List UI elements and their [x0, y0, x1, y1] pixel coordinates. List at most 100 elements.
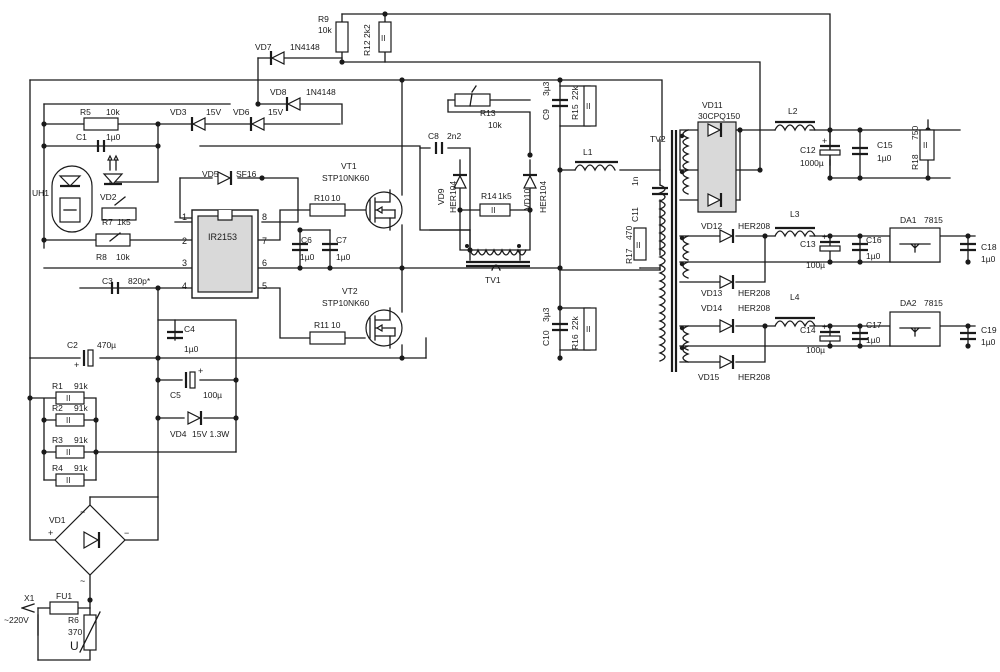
label-vd2: VD2: [100, 192, 117, 202]
junction-dots: [27, 11, 971, 603]
resistor-r4: [55, 473, 85, 487]
label-r14-value: 1k5: [498, 191, 512, 201]
label-l4: L4: [790, 292, 800, 302]
label-vd12: VD12: [701, 221, 723, 231]
inductor-l3: [774, 230, 816, 238]
label-vt1-value: STP10NK60: [322, 173, 370, 183]
resistor-r11: [309, 331, 346, 345]
label-c10-value: 3µ3: [541, 307, 551, 322]
capacitor-c7: [322, 242, 338, 252]
label-vd5-value: SF16: [236, 169, 257, 179]
resistors: [49, 21, 935, 653]
zener-vd6: [250, 117, 265, 131]
resistor-r7: [101, 207, 137, 221]
zener-vd3: [191, 117, 206, 131]
label-c9: C9: [541, 109, 551, 120]
label-c17: C17: [866, 320, 882, 330]
pin-5: 5: [262, 281, 267, 291]
resistor-r16: [583, 307, 597, 351]
res-mark: II: [66, 394, 70, 403]
optocoupler-uh1: [51, 165, 93, 233]
label-vd6: VD6: [233, 107, 250, 117]
res-mark: II: [923, 141, 927, 150]
diode-vd7: [270, 51, 285, 65]
capacitor-c19: [960, 331, 976, 341]
resistor-r18: [919, 129, 935, 161]
label-vd3-value: 15V: [206, 107, 221, 117]
label-uh1: UH1: [32, 188, 49, 198]
fuse-fu1: [49, 601, 79, 615]
pin-1: 1: [182, 212, 187, 222]
zener-vd4: [187, 411, 202, 425]
label-vt2: VT2: [342, 286, 358, 296]
label-da2: DA2: [900, 298, 917, 308]
label-vd1: VD1: [49, 515, 66, 525]
label-r14: R14: [481, 191, 497, 201]
ac-sign: ~: [80, 576, 85, 586]
label-r2: R2: [52, 403, 63, 413]
label-r13: R13: [480, 108, 496, 118]
label-c2: C2: [67, 340, 78, 350]
capacitor-c10: [552, 322, 568, 332]
plus-sign: +: [822, 232, 827, 242]
label-r10: R10: [314, 193, 330, 203]
diodes: [187, 51, 735, 425]
plus-sign: +: [48, 528, 53, 538]
label-c1-value: 1µ0: [106, 132, 121, 142]
label-r3-value: 91k: [74, 435, 88, 445]
label-c17-value: 1µ0: [866, 335, 881, 345]
label-r9: R9: [318, 14, 329, 24]
label-c9-value: 3µ3: [541, 81, 551, 96]
label-r17-value: 470: [624, 226, 634, 240]
res-mark: II: [586, 325, 590, 334]
label-r11: R11: [314, 320, 329, 330]
polarity-symbols: + + + + + + − ~ ~: [48, 136, 827, 586]
label-vd3: VD3: [170, 107, 187, 117]
label-r15-value: 22k: [570, 86, 580, 100]
label-l1: L1: [583, 147, 593, 157]
regulator-da1: [889, 227, 941, 263]
inductors: [574, 120, 816, 328]
plus-sign: +: [74, 360, 79, 370]
label-vd14-value: HER208: [738, 303, 770, 313]
resistor-r3: [55, 445, 85, 459]
capacitor-c1: [96, 140, 106, 152]
label-da1-value: 7815: [924, 215, 943, 225]
label-c16-value: 1µ0: [866, 251, 881, 261]
plus-sign: +: [822, 136, 827, 146]
label-c4: C4: [184, 324, 195, 334]
resistor-marks: II II II II II II II II II II: [66, 34, 927, 485]
label-vd5: VD5: [202, 169, 219, 179]
label-c13-value: 100µ: [806, 260, 825, 270]
pin-3: 3: [182, 258, 187, 268]
capacitor-c6: [292, 242, 308, 252]
label-c18-value: 1µ0: [981, 254, 996, 264]
capacitor-c13: [819, 245, 841, 252]
label-c19-value: 1µ0: [981, 337, 996, 347]
label-c6: C6: [301, 235, 312, 245]
resistor-r13: [454, 93, 491, 107]
label-r16-value: 22k: [570, 316, 580, 330]
label-c3-value: 820p*: [128, 276, 151, 286]
label-c13: C13: [800, 239, 816, 249]
diode-vd10: [523, 174, 537, 189]
transformer-tv1: [465, 244, 530, 271]
resistor-r17: [633, 227, 647, 261]
pin-6: 6: [262, 258, 267, 268]
label-vt2-value: STP10NK60: [322, 298, 370, 308]
label-vd13-value: HER208: [738, 288, 770, 298]
label-u: U: [70, 639, 79, 653]
res-mark: II: [66, 416, 70, 425]
label-c11: C11: [630, 207, 640, 222]
diode-vd15: [719, 355, 734, 369]
pin-4: 4: [182, 281, 187, 291]
label-vd14: VD14: [701, 303, 723, 313]
resistor-r12: [378, 21, 392, 53]
label-r7-value: 1k5: [117, 217, 131, 227]
label-da1: DA1: [900, 215, 917, 225]
label-r18: R18: [910, 154, 920, 170]
label-da2-value: 7815: [924, 298, 943, 308]
label-c8-value: 2n2: [447, 131, 461, 141]
